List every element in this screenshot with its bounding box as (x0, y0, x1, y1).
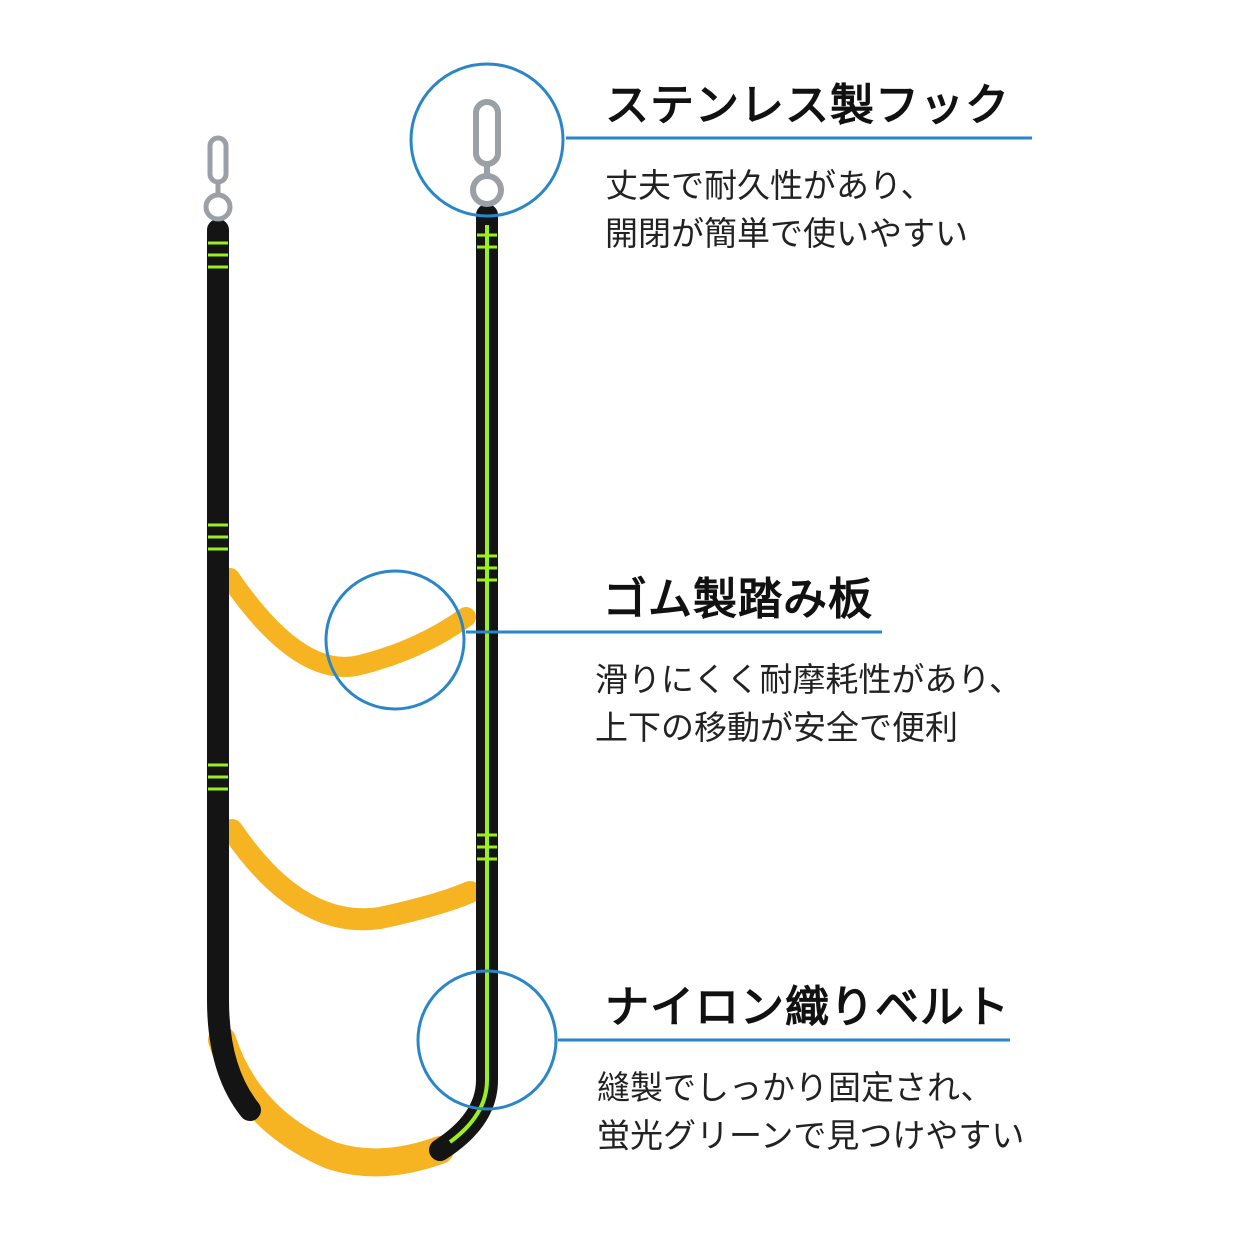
feature-desc-line: 滑りにくく耐摩耗性があり、 (595, 660, 1023, 699)
callout-circle-belt (416, 969, 558, 1111)
feature-hook: ステンレス製フック 丈夫で耐久性があり、 開閉が簡単で使いやすい (605, 80, 1010, 258)
feature-title: ゴム製踏み板 (603, 574, 873, 625)
feature-desc-line: 蛍光グリーンで見つけやすい (597, 1116, 1025, 1155)
feature-title: ステンレス製フック (605, 80, 1010, 131)
feature-step: ゴム製踏み板 滑りにくく耐摩耗性があり、 上下の移動が安全で便利 (595, 574, 1022, 752)
feature-belt: ナイロン織りベルト 縫製でしっかり固定され、 蛍光グリーンで見つけやすい (597, 982, 1024, 1160)
ladder-step-1 (220, 568, 476, 677)
feature-desc-line: 縫製でしっかり固定され、 (597, 1068, 994, 1107)
feature-desc-line: 丈夫で耐久性があり、 (605, 166, 934, 205)
feature-description: 滑りにくく耐摩耗性があり、 上下の移動が安全で便利 (595, 656, 1022, 752)
callout-markers (324, 62, 1032, 1111)
left-strap (207, 219, 261, 1121)
feature-desc-line: 上下の移動が安全で便利 (595, 708, 958, 747)
carabiner-hook-icon (470, 99, 504, 207)
feature-description: 縫製でしっかり固定され、 蛍光グリーンで見つけやすい (597, 1064, 1024, 1160)
feature-description: 丈夫で耐久性があり、 開閉が簡単で使いやすい (605, 162, 1010, 258)
callout-circle-hook (409, 62, 565, 218)
ladder-step-2 (221, 819, 481, 931)
feature-title: ナイロン織りベルト (605, 982, 1010, 1033)
carabiner-hook-icon (203, 135, 233, 222)
ladder-steps (208, 568, 481, 1177)
callout-circle-step (324, 569, 466, 711)
feature-desc-line: 開閉が簡単で使いやすい (605, 214, 968, 253)
